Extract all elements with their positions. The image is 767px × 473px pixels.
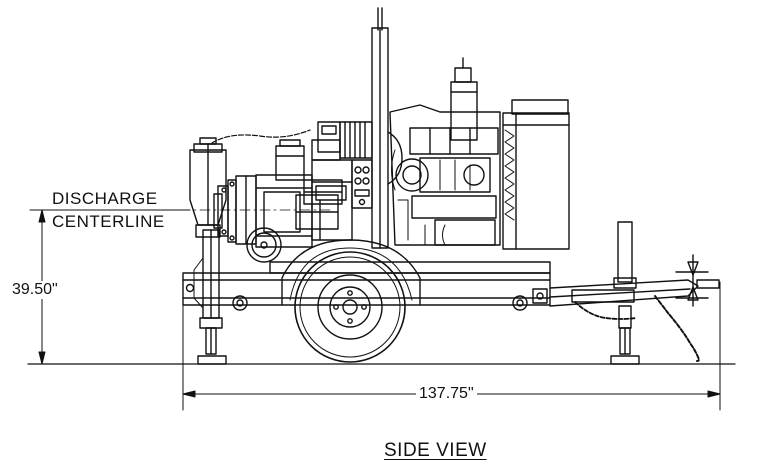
- discharge-valve: [189, 137, 227, 238]
- trailer-frame: [182, 261, 551, 311]
- engine-block: [389, 104, 501, 246]
- pump-tank: [303, 179, 343, 205]
- centerline-label: CENTERLINE: [52, 212, 165, 231]
- air-cleaner: [450, 57, 478, 141]
- length-dimension-label: 137.75": [416, 385, 477, 403]
- wheel: [281, 239, 421, 363]
- height-dimension-label: 39.50": [12, 281, 58, 299]
- exhaust-stack: [371, 7, 389, 249]
- tongue-jack: [610, 221, 640, 365]
- priming-hose: [211, 129, 311, 144]
- radiator-housing: [502, 99, 570, 250]
- safety-chain: [654, 295, 700, 362]
- pump-volute: [235, 174, 339, 263]
- trailer-tongue: [549, 254, 720, 307]
- rear-jack: [193, 229, 227, 365]
- view-title: SIDE VIEW: [384, 440, 487, 461]
- control-panel: [351, 159, 373, 209]
- suction-flange: [213, 179, 237, 243]
- discharge-label: DISCHARGE: [52, 189, 158, 208]
- priming-tank: [275, 139, 305, 181]
